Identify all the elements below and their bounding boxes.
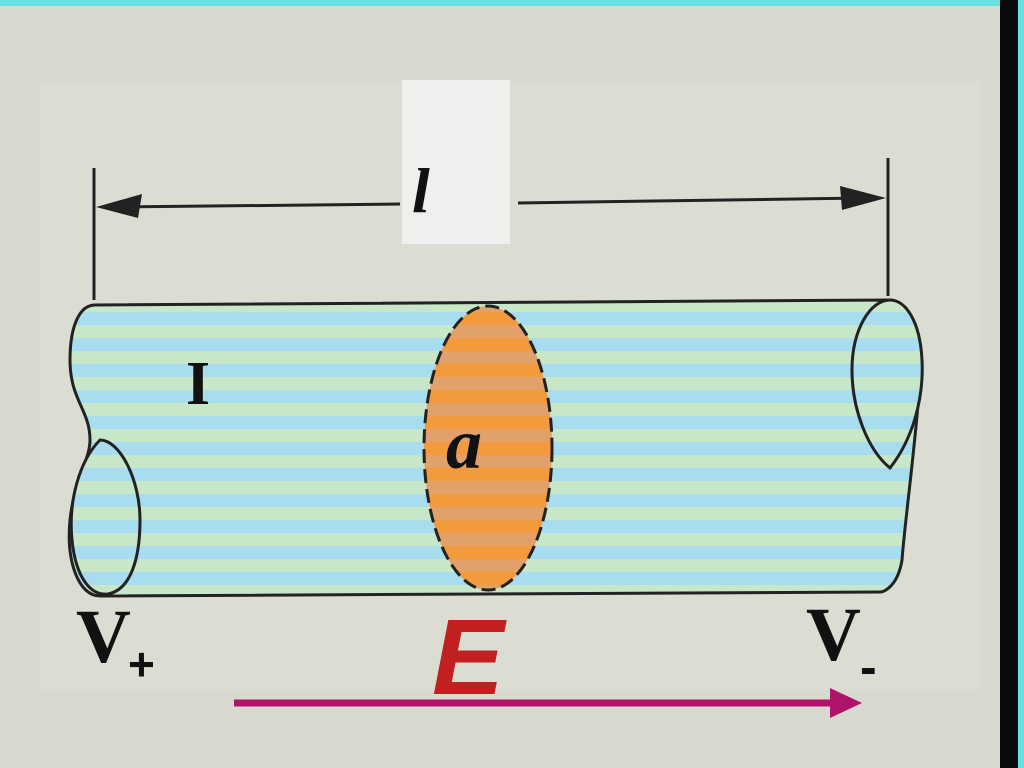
dimension-line-left — [119, 202, 401, 209]
current-label: I — [186, 350, 210, 418]
frame-right-accent — [1018, 0, 1024, 768]
voltage-plus-subscript: + — [128, 638, 155, 690]
voltage-minus-label: V — [806, 593, 861, 677]
dimension-line-right — [517, 196, 863, 205]
wire-left-end — [69, 438, 142, 596]
voltage-plus-label: V — [76, 595, 131, 679]
frame-top-edge — [0, 0, 1024, 6]
wire-right-end — [850, 298, 924, 471]
length-label: l — [412, 155, 430, 226]
field-label: E — [432, 596, 507, 717]
voltage-minus-subscript: - — [860, 639, 877, 695]
area-label: a — [446, 404, 482, 484]
length-label-card — [402, 80, 510, 244]
field-arrowhead — [830, 688, 862, 718]
cross-section-fill — [424, 306, 552, 590]
dimension-arrowhead-left — [96, 194, 142, 218]
cross-section-outline — [422, 304, 554, 592]
dimension-arrowhead-right — [840, 186, 886, 210]
